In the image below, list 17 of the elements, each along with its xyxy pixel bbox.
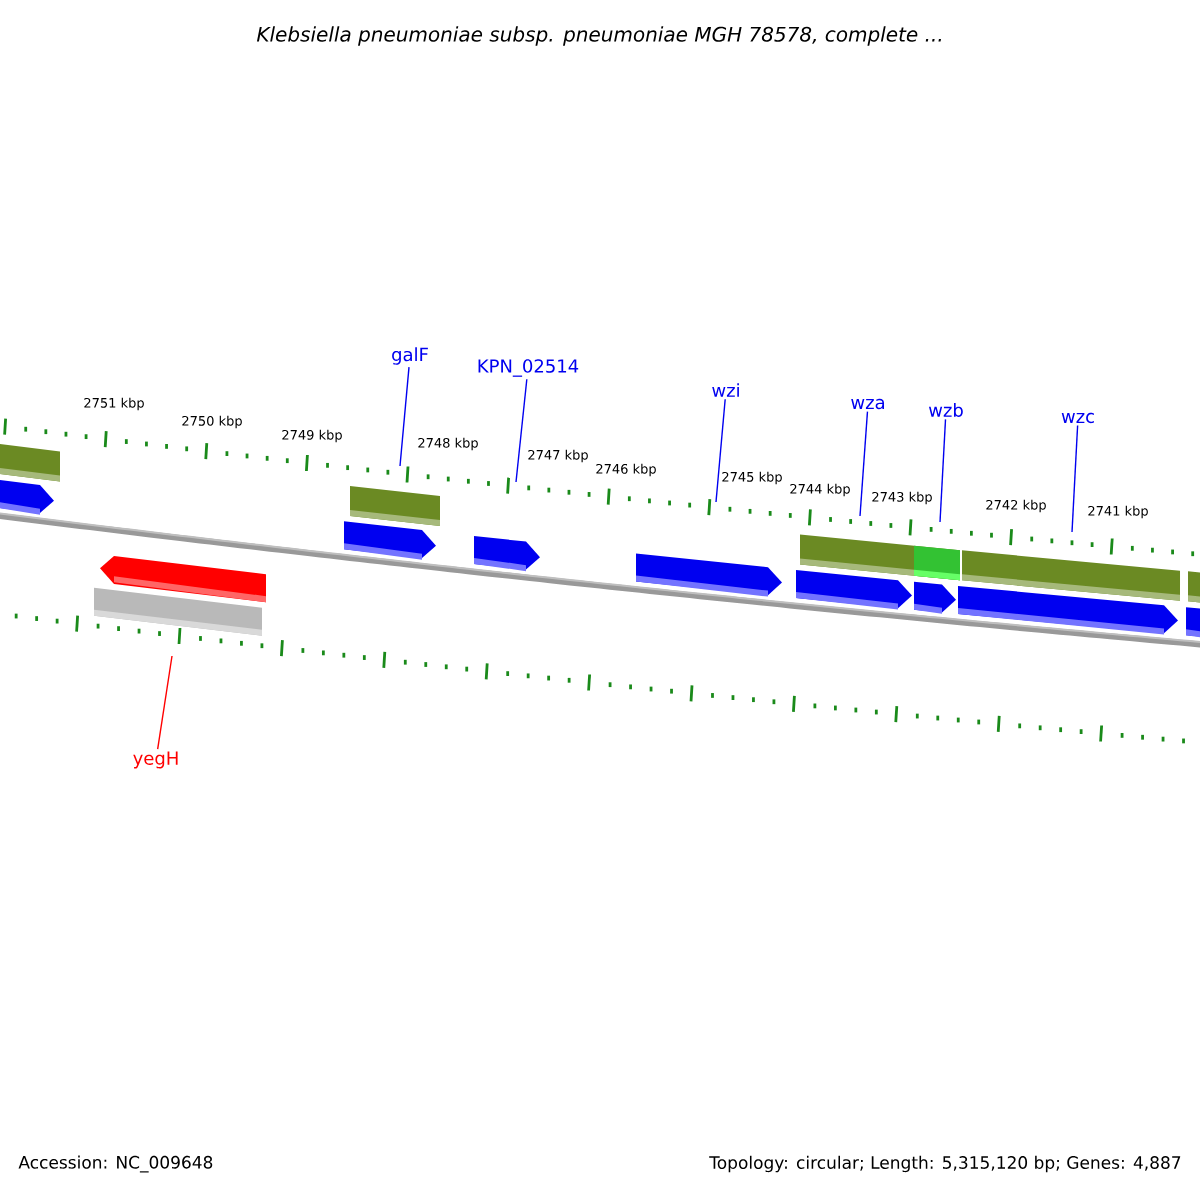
leader-line bbox=[859, 410, 869, 517]
leader-line bbox=[1071, 424, 1079, 533]
gene-label: KPN_02514 bbox=[478, 359, 579, 377]
gene-label: wzi bbox=[712, 383, 739, 397]
leader-line bbox=[399, 366, 410, 467]
footer-text: Accession: NC_009648 bbox=[18, 1155, 213, 1173]
leader-line bbox=[715, 398, 726, 503]
leader-line bbox=[515, 378, 528, 483]
title: Klebsiella pneumoniae subsp. pneumoniae MGH 78578, complete ... bbox=[256, 26, 941, 46]
leader-line bbox=[156, 655, 173, 750]
gene-label: galF bbox=[392, 347, 428, 365]
gene-label: wza bbox=[851, 398, 884, 410]
gene-label: wzb bbox=[928, 403, 963, 417]
gene-label: wzc bbox=[1061, 412, 1094, 424]
leader-line bbox=[939, 418, 947, 523]
gene-label: yegH bbox=[133, 751, 178, 769]
footer-text: Topology: circular; Length: 5,315,120 bp; Genes: 4,887 bbox=[709, 1155, 1181, 1173]
